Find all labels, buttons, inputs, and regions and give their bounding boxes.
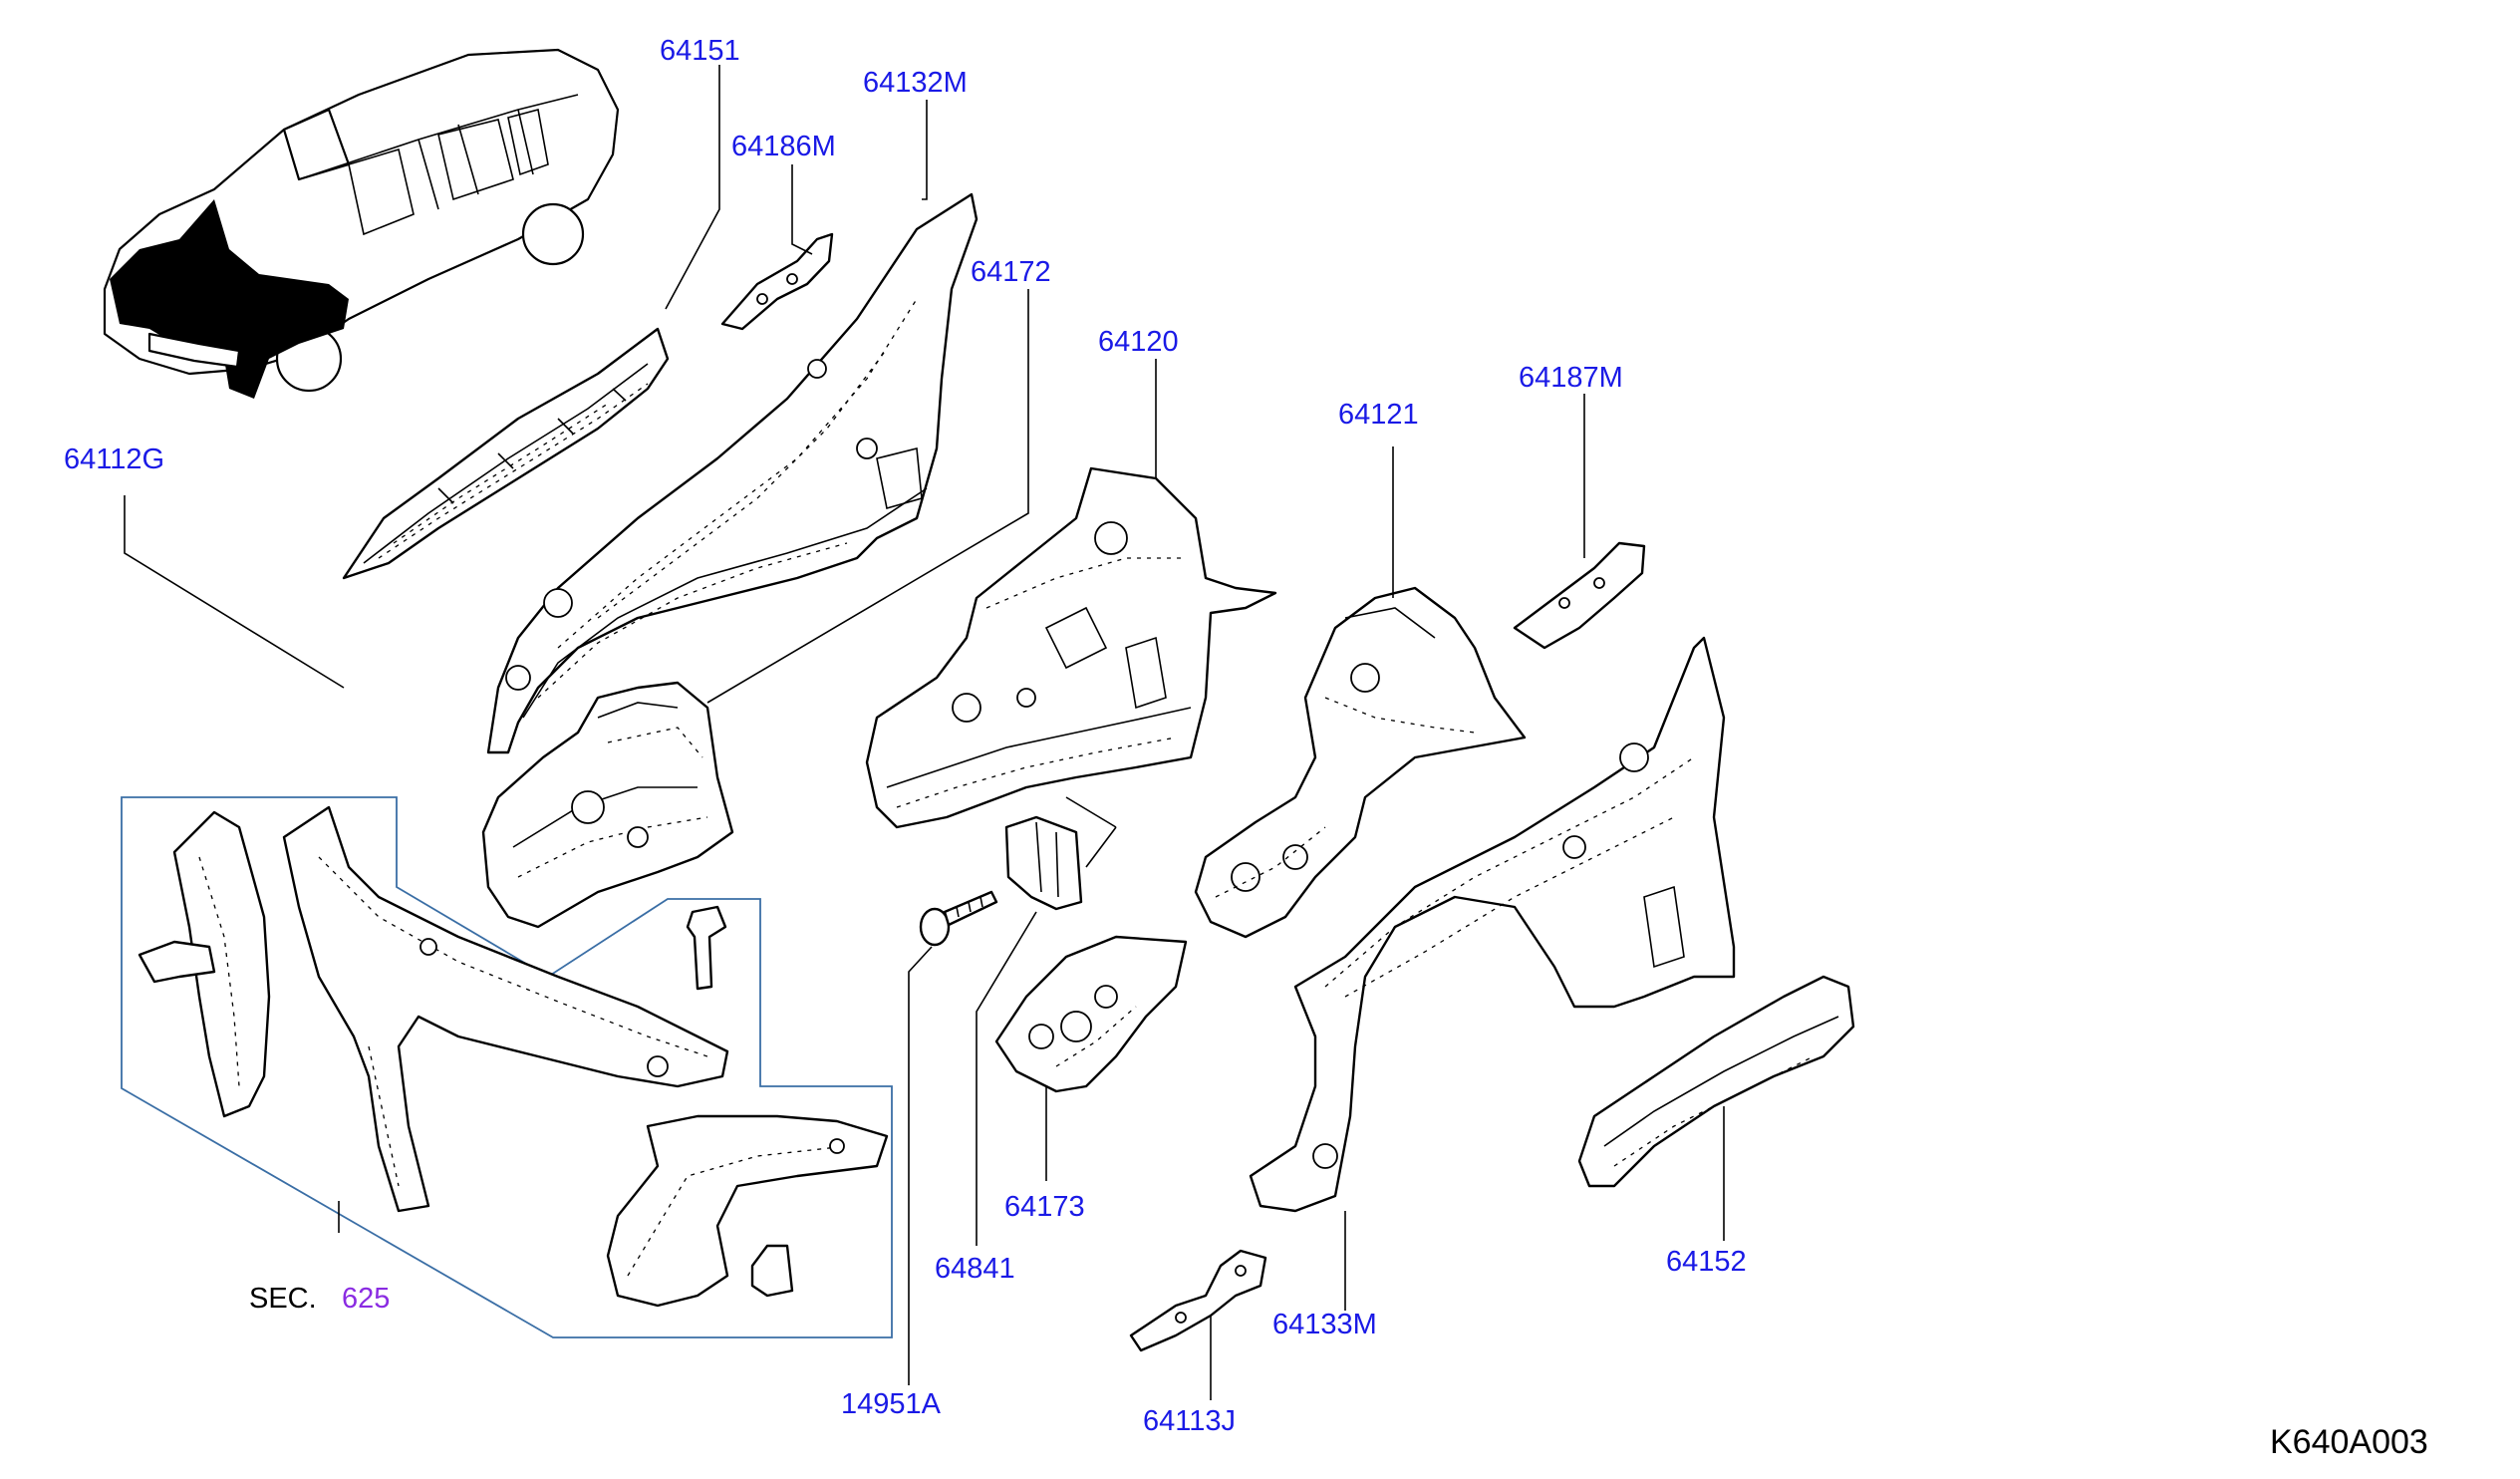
- diagram-code: K640A003: [2270, 1423, 2428, 1461]
- part-14951A-bolt: [919, 890, 998, 947]
- callout-64841: 64841: [935, 1253, 1015, 1285]
- part-64133M-hoodledge-rh: [1249, 636, 1736, 1213]
- part-64132M-hoodledge: [486, 192, 979, 754]
- callout-64112G: 64112G: [64, 444, 164, 475]
- callout-64152: 64152: [1666, 1246, 1747, 1278]
- vehicle-overview-illustration: [103, 48, 620, 399]
- section-625-inset: [121, 796, 893, 1338]
- part-64152-upper-rail: [1577, 975, 1855, 1188]
- callout-14951A: 14951A: [841, 1388, 942, 1420]
- callout-64121: 64121: [1338, 399, 1419, 431]
- part-64172-wheelhouse: [481, 681, 734, 929]
- part-64120-side-member: [865, 466, 1277, 829]
- callout-64132M: 64132M: [863, 67, 968, 99]
- leader-lines: [124, 65, 1725, 1400]
- part-64841-bracket: [1004, 815, 1083, 911]
- part-64113J-bracket: [1129, 1249, 1267, 1352]
- callout-64186M: 64186M: [731, 131, 836, 162]
- callout-64113J: 64113J: [1143, 1405, 1236, 1437]
- callout-64120: 64120: [1098, 326, 1179, 358]
- callout-64173: 64173: [1004, 1191, 1085, 1223]
- part-64187M-bracket: [1513, 541, 1646, 650]
- section-prefix: SEC.: [249, 1283, 317, 1315]
- part-64173-wheelhouse-extension: [994, 935, 1188, 1093]
- callout-64133M: 64133M: [1272, 1309, 1377, 1340]
- callout-64187M: 64187M: [1519, 362, 1623, 394]
- section-number-link[interactable]: 625: [342, 1283, 390, 1315]
- part-64186M-bracket: [720, 232, 834, 331]
- part-64151-hoodledge-upper: [342, 327, 670, 580]
- part-64121-side-member-rh: [1194, 586, 1527, 939]
- callout-64172: 64172: [971, 256, 1051, 288]
- callout-labels: 64151 64132M 64186M 64172 64120 64121 64…: [64, 35, 2428, 1461]
- callout-64151: 64151: [660, 35, 740, 67]
